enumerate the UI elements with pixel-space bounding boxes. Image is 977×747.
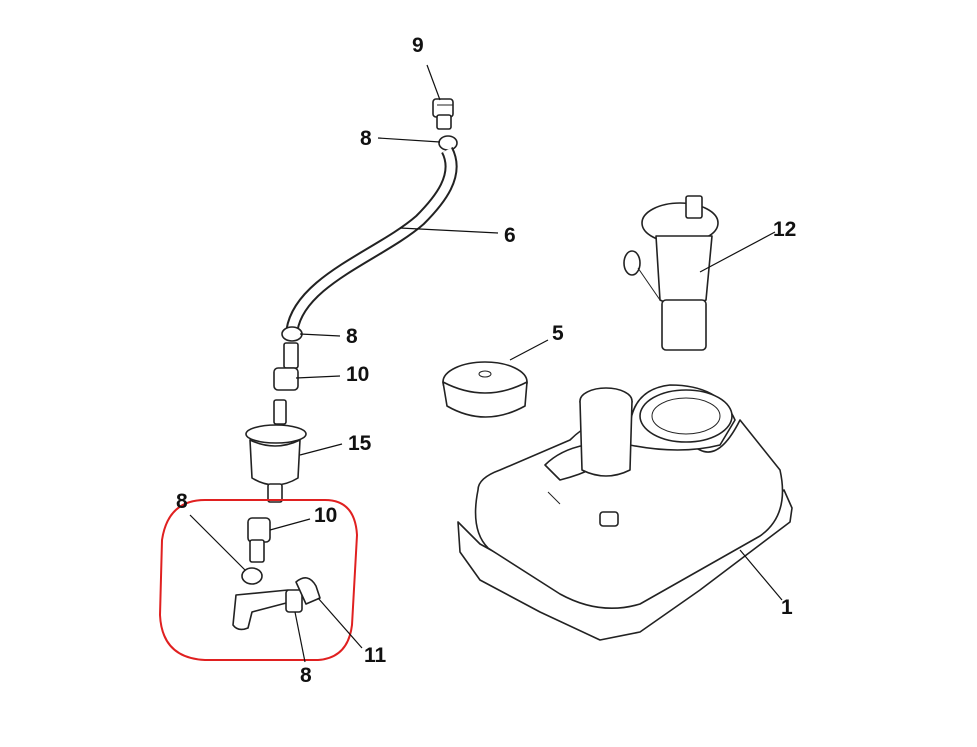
part-fuel-tank-1 (457, 384, 793, 641)
part-hose-6 (285, 147, 458, 332)
part-clamp-8-lower (241, 567, 263, 585)
callout-8: 8 (176, 490, 188, 513)
part-fuel-filter-15 (245, 399, 307, 503)
callout-8: 8 (360, 127, 372, 150)
part-hose-short (232, 589, 291, 631)
part-fuel-pump-12 (623, 195, 719, 351)
callout-5: 5 (552, 322, 564, 345)
callout-8: 8 (300, 664, 312, 687)
part-fuel-cap-5 (442, 361, 528, 418)
part-connector-9 (432, 98, 454, 130)
part-clamp-8-mid (281, 326, 303, 342)
callout-6: 6 (504, 224, 516, 247)
callout-8: 8 (346, 325, 358, 348)
leader-lines (189, 64, 783, 663)
callout-10: 10 (314, 504, 337, 527)
callout-9: 9 (412, 34, 424, 57)
part-elbow-11 (285, 577, 321, 613)
callout-12: 12 (773, 218, 796, 241)
callout-10: 10 (346, 363, 369, 386)
part-connector-10-lower (247, 517, 271, 563)
part-connector-10-upper (273, 342, 299, 391)
callout-15: 15 (348, 432, 372, 455)
part-clamp-8-top (438, 135, 458, 151)
callout-1: 1 (781, 596, 793, 619)
callout-11: 11 (364, 644, 387, 667)
highlight-outline (158, 499, 359, 661)
